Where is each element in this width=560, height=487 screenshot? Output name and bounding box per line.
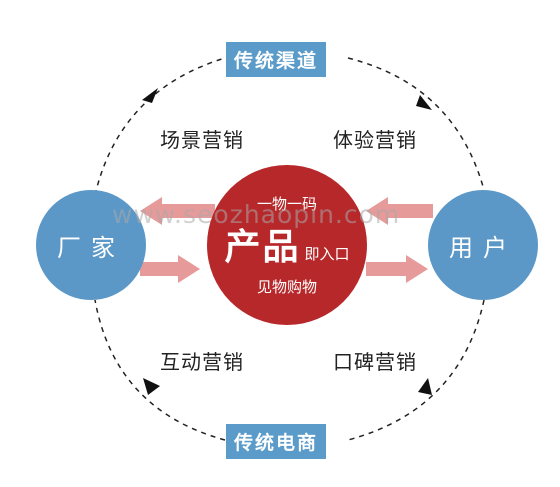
node-user-label: 用户 xyxy=(449,233,517,262)
flow-arrow-center-to-user xyxy=(366,255,428,283)
channel-box-bottom: 传统电商 xyxy=(226,424,327,459)
flow-arrow-center-to-factory xyxy=(140,197,215,225)
node-factory: 厂家 xyxy=(36,190,146,300)
center-title: 产品 xyxy=(224,227,301,268)
label-interactive-marketing: 互动营销 xyxy=(160,350,244,374)
arc-bottom-left xyxy=(94,299,226,441)
flow-arrow-user-to-center xyxy=(366,197,433,225)
cycle-arrowhead-2 xyxy=(416,95,432,110)
channel-label-bottom: 传统电商 xyxy=(234,432,319,454)
center-title-suffix: 即入口 xyxy=(304,245,350,263)
arc-top-right xyxy=(347,57,485,191)
cycle-arrowhead-1 xyxy=(142,88,158,103)
arc-top-left xyxy=(94,57,226,196)
flow-arrow-factory-to-center xyxy=(140,255,200,283)
center-title-row: 产品 即入口 xyxy=(224,218,349,270)
node-factory-label: 厂家 xyxy=(57,233,125,262)
node-user: 用户 xyxy=(428,190,538,300)
watermark-text: www.seozhaopin.com xyxy=(112,200,401,229)
center-line1: 一物一码 xyxy=(256,195,317,213)
label-wordofmouth-marketing: 口碑营销 xyxy=(333,350,417,374)
center-line3: 见物购物 xyxy=(256,278,317,296)
channel-box-top: 传统渠道 xyxy=(226,42,327,77)
arc-bottom-right xyxy=(347,299,485,441)
cycle-arrowhead-4 xyxy=(143,378,160,395)
label-experience-marketing: 体验营销 xyxy=(333,128,417,152)
node-product: 一物一码 产品 即入口 见物购物 xyxy=(207,165,367,325)
channel-label-top: 传统渠道 xyxy=(234,50,319,72)
label-scene-marketing: 场景营销 xyxy=(160,128,244,152)
cycle-arrowhead-3 xyxy=(418,378,432,395)
